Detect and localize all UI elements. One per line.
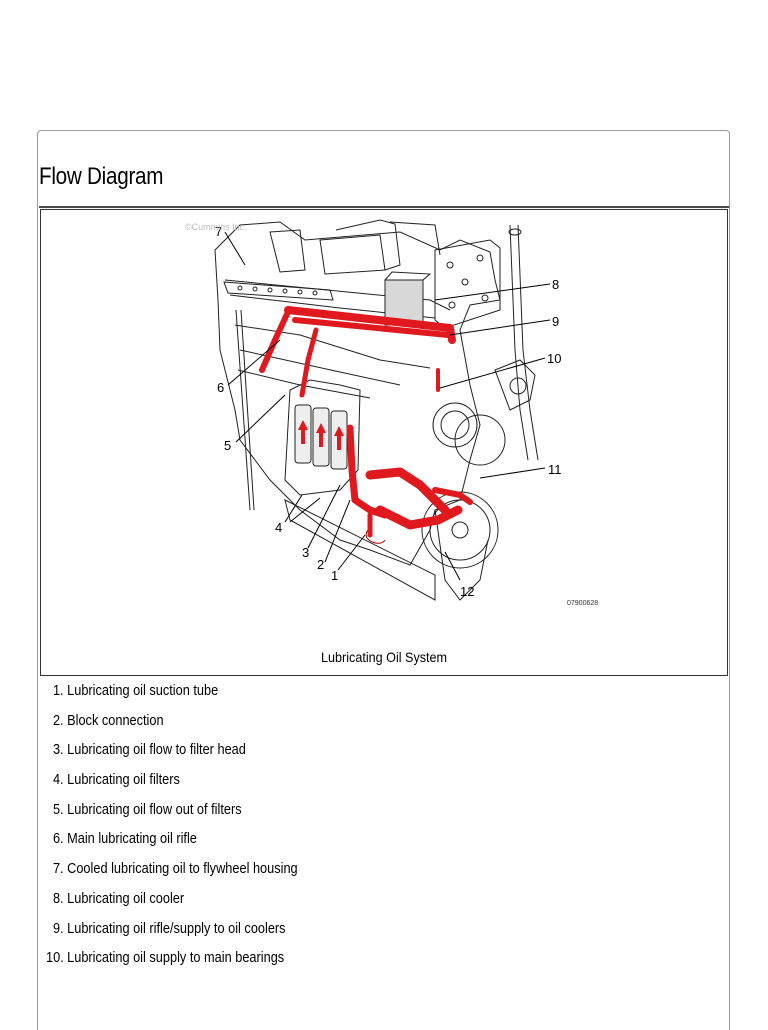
engine-illustration: 7 8 9 10 6 5 11 4 3 2 1 12 ©Cummins Inc.… xyxy=(185,219,598,607)
callout-9: 9 xyxy=(552,314,559,329)
figure-caption: Lubricating Oil System xyxy=(40,649,728,665)
callout-2: 2 xyxy=(317,557,324,572)
legend-text: Lubricating oil flow to filter head xyxy=(67,742,246,759)
callout-6: 6 xyxy=(217,380,224,395)
legend-item: 9.Lubricating oil rifle/supply to oil co… xyxy=(46,918,298,948)
callout-1: 1 xyxy=(331,568,338,583)
legend-item: 8.Lubricating oil cooler xyxy=(46,888,298,918)
legend-item: 2.Block connection xyxy=(46,710,298,740)
legend-number: 10. xyxy=(46,950,64,967)
legend-item: 7.Cooled lubricating oil to flywheel hou… xyxy=(46,858,298,888)
figure-caption-text: Lubricating Oil System xyxy=(320,649,448,665)
legend-number: 6. xyxy=(52,831,64,848)
callout-10: 10 xyxy=(547,351,561,366)
legend-number: 5. xyxy=(52,801,64,818)
page-title: Flow Diagram xyxy=(39,163,164,190)
legend-item: 5.Lubricating oil flow out of filters xyxy=(46,799,298,829)
legend-number: 1. xyxy=(52,683,64,699)
legend-number: 2. xyxy=(52,712,64,729)
callout-3: 3 xyxy=(302,545,309,560)
legend-number: 9. xyxy=(52,920,64,937)
legend-text: Lubricating oil cooler xyxy=(67,890,185,907)
legend-list: 1.Lubricating oil suction tube 2.Block c… xyxy=(46,680,332,977)
legend-text: Lubricating oil rifle/supply to oil cool… xyxy=(67,920,286,937)
callout-7: 7 xyxy=(215,224,222,239)
callout-12: 12 xyxy=(460,584,474,599)
legend-item: 6.Main lubricating oil rifle xyxy=(46,828,298,858)
callout-4: 4 xyxy=(275,520,282,535)
legend-text: Lubricating oil supply to main bearings xyxy=(67,950,285,967)
callout-8: 8 xyxy=(552,277,559,292)
callout-11: 11 xyxy=(548,462,562,477)
title-divider xyxy=(39,206,729,208)
legend-item: 4.Lubricating oil filters xyxy=(46,769,298,799)
legend-number: 3. xyxy=(52,742,64,759)
legend-text: Cooled lubricating oil to flywheel housi… xyxy=(67,861,298,878)
legend-text: Lubricating oil flow out of filters xyxy=(67,801,242,818)
legend-text: Block connection xyxy=(67,712,164,729)
legend-text: Main lubricating oil rifle xyxy=(67,831,197,848)
legend-number: 4. xyxy=(52,772,64,789)
legend-number: 8. xyxy=(52,890,64,907)
legend-text: Lubricating oil suction tube xyxy=(67,683,219,699)
legend-number: 7. xyxy=(52,861,64,878)
legend-text: Lubricating oil filters xyxy=(67,772,180,789)
legend-item: 1.Lubricating oil suction tube xyxy=(46,680,298,710)
figure-frame xyxy=(40,209,728,676)
content-panel xyxy=(37,130,730,1030)
figure-id: 07900628 xyxy=(567,600,598,607)
watermark: ©Cummins Inc. xyxy=(185,222,247,232)
legend-item: 3.Lubricating oil flow to filter head xyxy=(46,739,298,769)
callout-5: 5 xyxy=(224,438,231,453)
legend-item: 10.Lubricating oil supply to main bearin… xyxy=(46,947,298,977)
